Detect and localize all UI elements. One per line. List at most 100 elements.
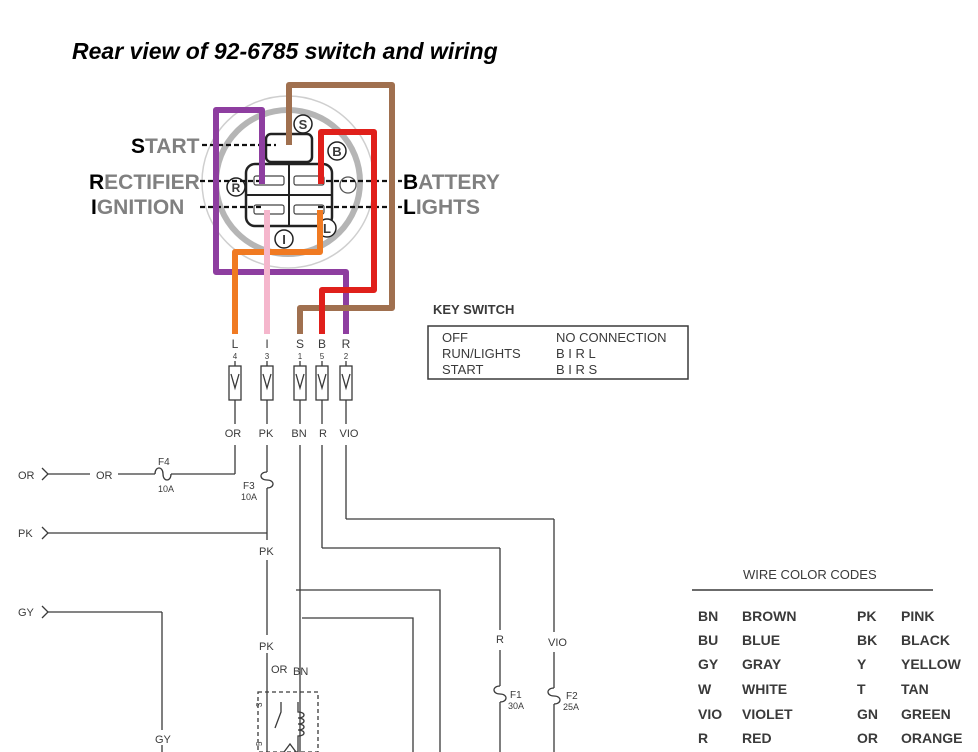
unused-pin-circle (339, 176, 357, 194)
pk-input-arrow (41, 526, 49, 540)
key-switch-title: KEY SWITCH (433, 302, 514, 317)
or-input-label: OR (18, 470, 35, 482)
connector-pin-number: 3 (265, 352, 270, 361)
key-switch-position: RUN/LIGHTS (442, 346, 521, 361)
color-code: BK (857, 632, 877, 648)
violet-wire (213, 107, 349, 334)
terminal-l-slot (293, 204, 325, 215)
gy-input-arrow (41, 605, 49, 619)
color-name: PINK (901, 608, 934, 624)
switch-connector: L I S B R 4 3 1 5 2 OR PK BN R VIO (225, 337, 359, 440)
fuse-f1 (493, 685, 507, 703)
fuse-f1-id: F1 (510, 690, 522, 701)
color-name: WHITE (742, 681, 787, 697)
key-switch-position: START (442, 362, 483, 377)
pk-input-label: PK (18, 528, 33, 540)
or-mid-label: OR (96, 470, 113, 482)
pin-s-circle (293, 114, 313, 134)
color-code: BN (698, 608, 718, 624)
fuse-f3 (260, 471, 274, 489)
color-name: BLACK (901, 632, 950, 648)
fuse-f4 (154, 467, 172, 481)
wire-label-r: R (319, 428, 327, 440)
color-code: W (698, 681, 712, 697)
color-name: VIOLET (742, 706, 793, 722)
color-code: VIO (698, 706, 722, 722)
pin-b-label: B (332, 144, 341, 159)
lower-schematic (41, 445, 561, 752)
connector-pin-letter: L (232, 337, 239, 351)
connector-pin-letter: R (342, 337, 351, 351)
lower-schematic-labels: OR OR F4 10A F3 10A PK PK GY GY PK OR BN… (18, 457, 579, 746)
gy-input-label: GY (18, 607, 35, 619)
color-name: BLUE (742, 632, 780, 648)
color-code: PK (857, 608, 876, 624)
connector-pin-letter: B (318, 337, 326, 351)
pin-i-circle (274, 229, 294, 249)
key-switch-connection: NO CONNECTION (556, 330, 667, 345)
key-switch-table: KEY SWITCH OFF NO CONNECTION RUN/LIGHTS … (427, 302, 689, 380)
pin-l-label: L (323, 221, 331, 236)
color-name: TAN (901, 681, 929, 697)
connector-pin-number: 5 (320, 352, 325, 361)
relay-pin-5: 5 (255, 741, 264, 746)
connector-terminal (293, 365, 307, 401)
pin-i-label: I (282, 232, 286, 247)
wire-label-bn: BN (291, 428, 306, 440)
connector-terminal (260, 365, 274, 401)
brown-wire (286, 82, 395, 334)
key-switch-position: OFF (442, 330, 468, 345)
fuse-f1-rating: 30A (508, 701, 524, 711)
ignition-callout: IGNITION (91, 196, 184, 219)
color-code: R (698, 730, 708, 746)
battery-callout: BATTERY (403, 171, 500, 194)
relay-box (257, 691, 319, 752)
wire-label-pk: PK (259, 428, 274, 440)
or-input-arrow (41, 467, 49, 481)
connector-pin-letter: S (296, 337, 304, 351)
fuse-f2-id: F2 (566, 691, 578, 702)
connector-pin-number: 4 (233, 352, 238, 361)
connector-pin-letter: I (265, 337, 268, 351)
fuse-f2 (547, 687, 561, 705)
relay-pin-3: 3 (255, 702, 264, 707)
orange-wire (232, 210, 323, 334)
color-name: ORANGE (901, 730, 962, 746)
diagram-title: Rear view of 92-6785 switch and wiring (72, 38, 498, 64)
key-switch-connection: B I R L (556, 346, 596, 361)
color-name: RED (742, 730, 772, 746)
color-code: GN (857, 706, 878, 722)
fuse-f4-id: F4 (158, 457, 170, 468)
connector-pin-number: 2 (344, 352, 349, 361)
color-name: YELLOW (901, 656, 962, 672)
wire-label-or: OR (225, 428, 242, 440)
color-code: T (857, 681, 866, 697)
bn-relay-label: BN (293, 666, 308, 678)
fuse-f2-rating: 25A (563, 702, 579, 712)
fuse-f3-rating: 10A (241, 492, 257, 502)
pin-r-circle (226, 177, 246, 197)
color-name: BROWN (742, 608, 796, 624)
color-name: GREEN (901, 706, 951, 722)
pk-mid-label: PK (259, 546, 274, 558)
wire-color-codes-title: WIRE COLOR CODES (743, 567, 877, 582)
fuse-f4-rating: 10A (158, 484, 174, 494)
vio-lower-label: VIO (548, 637, 567, 649)
color-code: GY (698, 656, 719, 672)
connector-terminal (339, 365, 353, 401)
red-wire (318, 129, 377, 334)
pin-r-label: R (232, 181, 241, 195)
relay-contact (274, 702, 282, 729)
key-switch-connection: B I R S (556, 362, 598, 377)
gy-lower-label: GY (155, 734, 172, 746)
connector-terminal (228, 365, 242, 401)
rectifier-callout: RECTIFIER (89, 171, 200, 194)
wire-color-codes-table: WIRE COLOR CODES BN BROWN PK PINK BU BLU… (692, 567, 962, 746)
color-code: OR (857, 730, 878, 746)
lights-callout: LIGHTS (403, 196, 480, 219)
color-name: GRAY (742, 656, 782, 672)
pin-b-circle (327, 141, 347, 161)
connector-pin-number: 1 (298, 352, 303, 361)
fuse-f3-id: F3 (243, 481, 255, 492)
